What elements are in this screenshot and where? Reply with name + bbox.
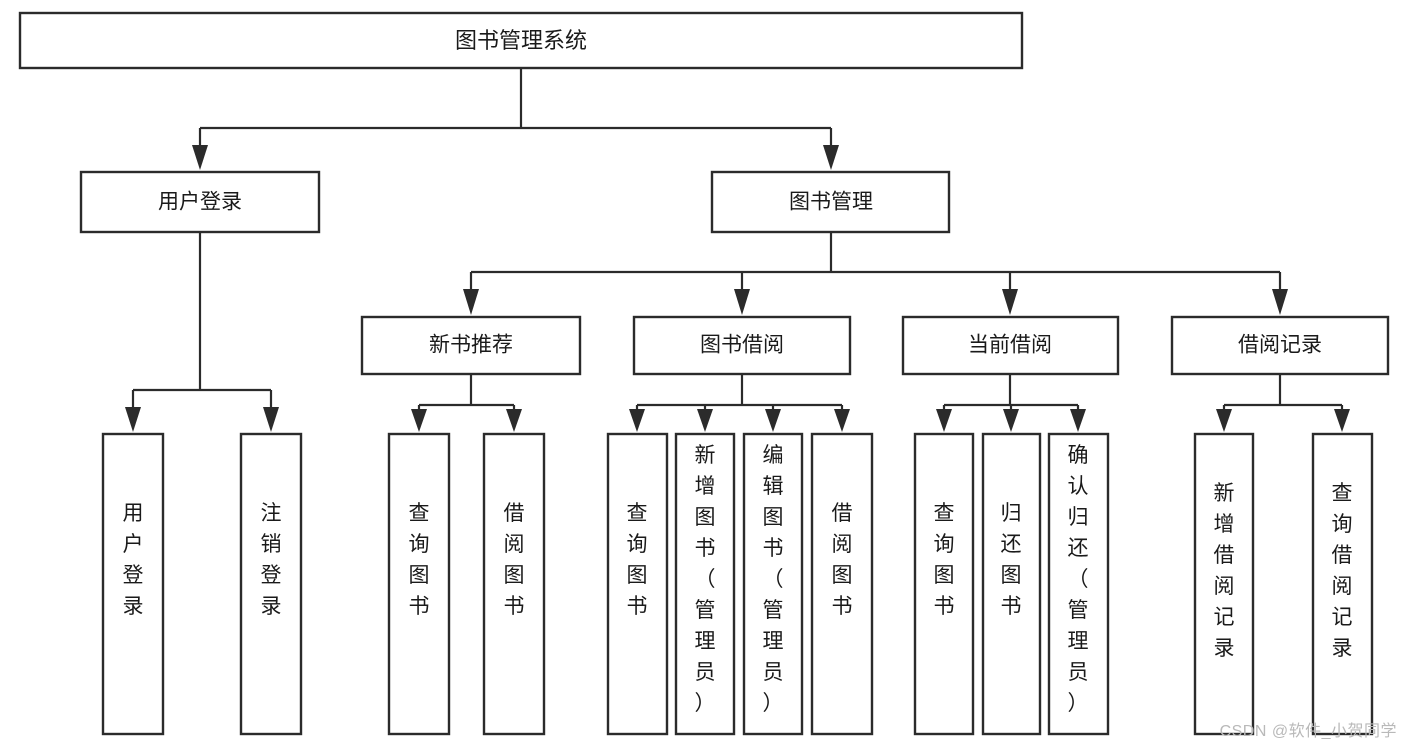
node-book-management-box[interactable] <box>710 170 951 234</box>
node-leaf-query-book-current-label: 查询图书 <box>934 502 955 618</box>
node-new-book-recommend[interactable]: 新书推荐 <box>360 315 582 376</box>
connector-borrow-record-bus <box>1222 374 1344 412</box>
arrow-to-leaf-edit-book-admin <box>765 409 781 432</box>
node-borrow-record-label: 借阅记录 <box>1238 334 1322 357</box>
node-current-borrow-box[interactable] <box>901 315 1120 376</box>
node-leaf-edit-book-admin-label: 编辑图书（管理员） <box>763 444 784 715</box>
node-leaf-query-borrow-record-label: 查询借阅记录 <box>1332 482 1353 660</box>
node-leaf-query-book-borrow-box[interactable] <box>606 432 669 736</box>
node-leaf-query-book-borrow[interactable]: 查询图书 <box>606 432 669 736</box>
node-current-borrow[interactable]: 当前借阅 <box>901 315 1120 376</box>
node-leaf-add-book-admin-box[interactable] <box>674 432 736 736</box>
connector-new-book-recommend-bus <box>417 374 516 412</box>
node-user-login-label: 用户登录 <box>158 191 242 214</box>
node-leaf-add-book-admin[interactable]: 新增图书（管理员） <box>674 432 736 736</box>
connector-root-bus <box>198 68 833 148</box>
node-leaf-add-borrow-record[interactable]: 新增借阅记录 <box>1193 432 1255 736</box>
arrow-to-leaf-return-book <box>1003 409 1019 432</box>
connector-book-management-bus <box>469 232 1282 292</box>
arrow-to-book-management <box>823 145 839 170</box>
node-leaf-borrow-book-rec-box[interactable] <box>482 432 546 736</box>
node-leaf-confirm-return-admin-box[interactable] <box>1047 432 1110 736</box>
node-leaf-return-book-label: 归还图书 <box>1001 502 1022 618</box>
arrow-to-new-book-recommend <box>463 289 479 315</box>
node-borrow-record[interactable]: 借阅记录 <box>1170 315 1390 376</box>
node-book-borrow-box[interactable] <box>632 315 852 376</box>
node-leaf-borrow-book[interactable]: 借阅图书 <box>810 432 874 736</box>
arrow-to-leaf-query-book-rec <box>411 409 427 432</box>
arrow-to-leaf-confirm-return-admin <box>1070 409 1086 432</box>
node-leaf-borrow-book-label: 借阅图书 <box>832 502 853 618</box>
node-leaf-confirm-return-admin-label: 确认归还（管理员） <box>1068 444 1089 715</box>
node-root-box[interactable] <box>18 11 1024 70</box>
node-leaf-query-book-current[interactable]: 查询图书 <box>913 432 975 736</box>
arrow-to-user-login <box>192 145 208 170</box>
node-leaf-confirm-return-admin[interactable]: 确认归还（管理员） <box>1047 432 1110 736</box>
node-root-label: 图书管理系统 <box>455 28 587 53</box>
arrow-to-book-borrow <box>734 289 750 315</box>
node-leaf-query-borrow-record-box[interactable] <box>1311 432 1374 736</box>
arrow-to-current-borrow <box>1002 289 1018 315</box>
node-root[interactable]: 图书管理系统 <box>18 11 1024 70</box>
node-leaf-edit-book-admin[interactable]: 编辑图书（管理员） <box>742 432 804 736</box>
node-leaf-query-book-rec[interactable]: 查询图书 <box>387 432 451 736</box>
arrow-to-leaf-borrow-book <box>834 409 850 432</box>
arrow-to-leaf-query-book-borrow <box>629 409 645 432</box>
node-leaf-query-book-current-box[interactable] <box>913 432 975 736</box>
node-leaf-add-book-admin-label: 新增图书（管理员） <box>695 444 716 715</box>
arrow-to-leaf-add-book-admin <box>697 409 713 432</box>
node-current-borrow-label: 当前借阅 <box>968 334 1052 357</box>
node-new-book-recommend-box[interactable] <box>360 315 582 376</box>
arrow-to-leaf-query-borrow-record <box>1334 409 1350 432</box>
node-book-borrow[interactable]: 图书借阅 <box>632 315 852 376</box>
node-leaf-query-book-borrow-label: 查询图书 <box>627 502 648 618</box>
node-leaf-logout-login-box[interactable] <box>239 432 303 736</box>
node-leaf-edit-book-admin-box[interactable] <box>742 432 804 736</box>
node-book-management-label: 图书管理 <box>789 191 873 214</box>
node-user-login[interactable]: 用户登录 <box>79 170 321 234</box>
node-book-borrow-label: 图书借阅 <box>700 334 784 357</box>
node-leaf-borrow-book-rec-label: 借阅图书 <box>504 502 525 618</box>
connector-book-borrow-bus <box>635 374 844 412</box>
node-leaf-return-book-box[interactable] <box>981 432 1042 736</box>
node-leaf-query-book-rec-box[interactable] <box>387 432 451 736</box>
node-user-login-box[interactable] <box>79 170 321 234</box>
arrow-to-leaf-borrow-book-rec <box>506 409 522 432</box>
node-leaf-query-book-rec-label: 查询图书 <box>409 502 430 618</box>
node-leaf-borrow-book-box[interactable] <box>810 432 874 736</box>
node-new-book-recommend-label: 新书推荐 <box>429 334 513 357</box>
leaf-layer: 用户登录 注销登录 查询图书 借阅图书 查询图书 新增图书（管理员） 编辑图书（… <box>101 432 1374 736</box>
connector-layer <box>125 68 1350 432</box>
arrow-to-leaf-logout-login <box>263 407 279 432</box>
connector-current-borrow-bus <box>942 374 1080 412</box>
node-leaf-user-login[interactable]: 用户登录 <box>101 432 165 736</box>
node-leaf-add-borrow-record-box[interactable] <box>1193 432 1255 736</box>
node-leaf-user-login-label: 用户登录 <box>123 502 144 618</box>
arrow-to-leaf-query-book-current <box>936 409 952 432</box>
node-leaf-return-book[interactable]: 归还图书 <box>981 432 1042 736</box>
node-leaf-borrow-book-rec[interactable]: 借阅图书 <box>482 432 546 736</box>
node-leaf-add-borrow-record-label: 新增借阅记录 <box>1214 482 1235 660</box>
csdn-watermark: CSDN @软件_小贺同学 <box>1219 723 1397 740</box>
node-leaf-user-login-box[interactable] <box>101 432 165 736</box>
node-book-management[interactable]: 图书管理 <box>710 170 951 234</box>
node-leaf-query-borrow-record[interactable]: 查询借阅记录 <box>1311 432 1374 736</box>
arrow-to-leaf-add-borrow-record <box>1216 409 1232 432</box>
arrow-to-borrow-record <box>1272 289 1288 315</box>
node-borrow-record-box[interactable] <box>1170 315 1390 376</box>
node-leaf-logout-login[interactable]: 注销登录 <box>239 432 303 736</box>
arrow-to-leaf-user-login <box>125 407 141 432</box>
connector-user-login-bus <box>131 232 273 410</box>
node-leaf-logout-login-label: 注销登录 <box>261 502 282 618</box>
